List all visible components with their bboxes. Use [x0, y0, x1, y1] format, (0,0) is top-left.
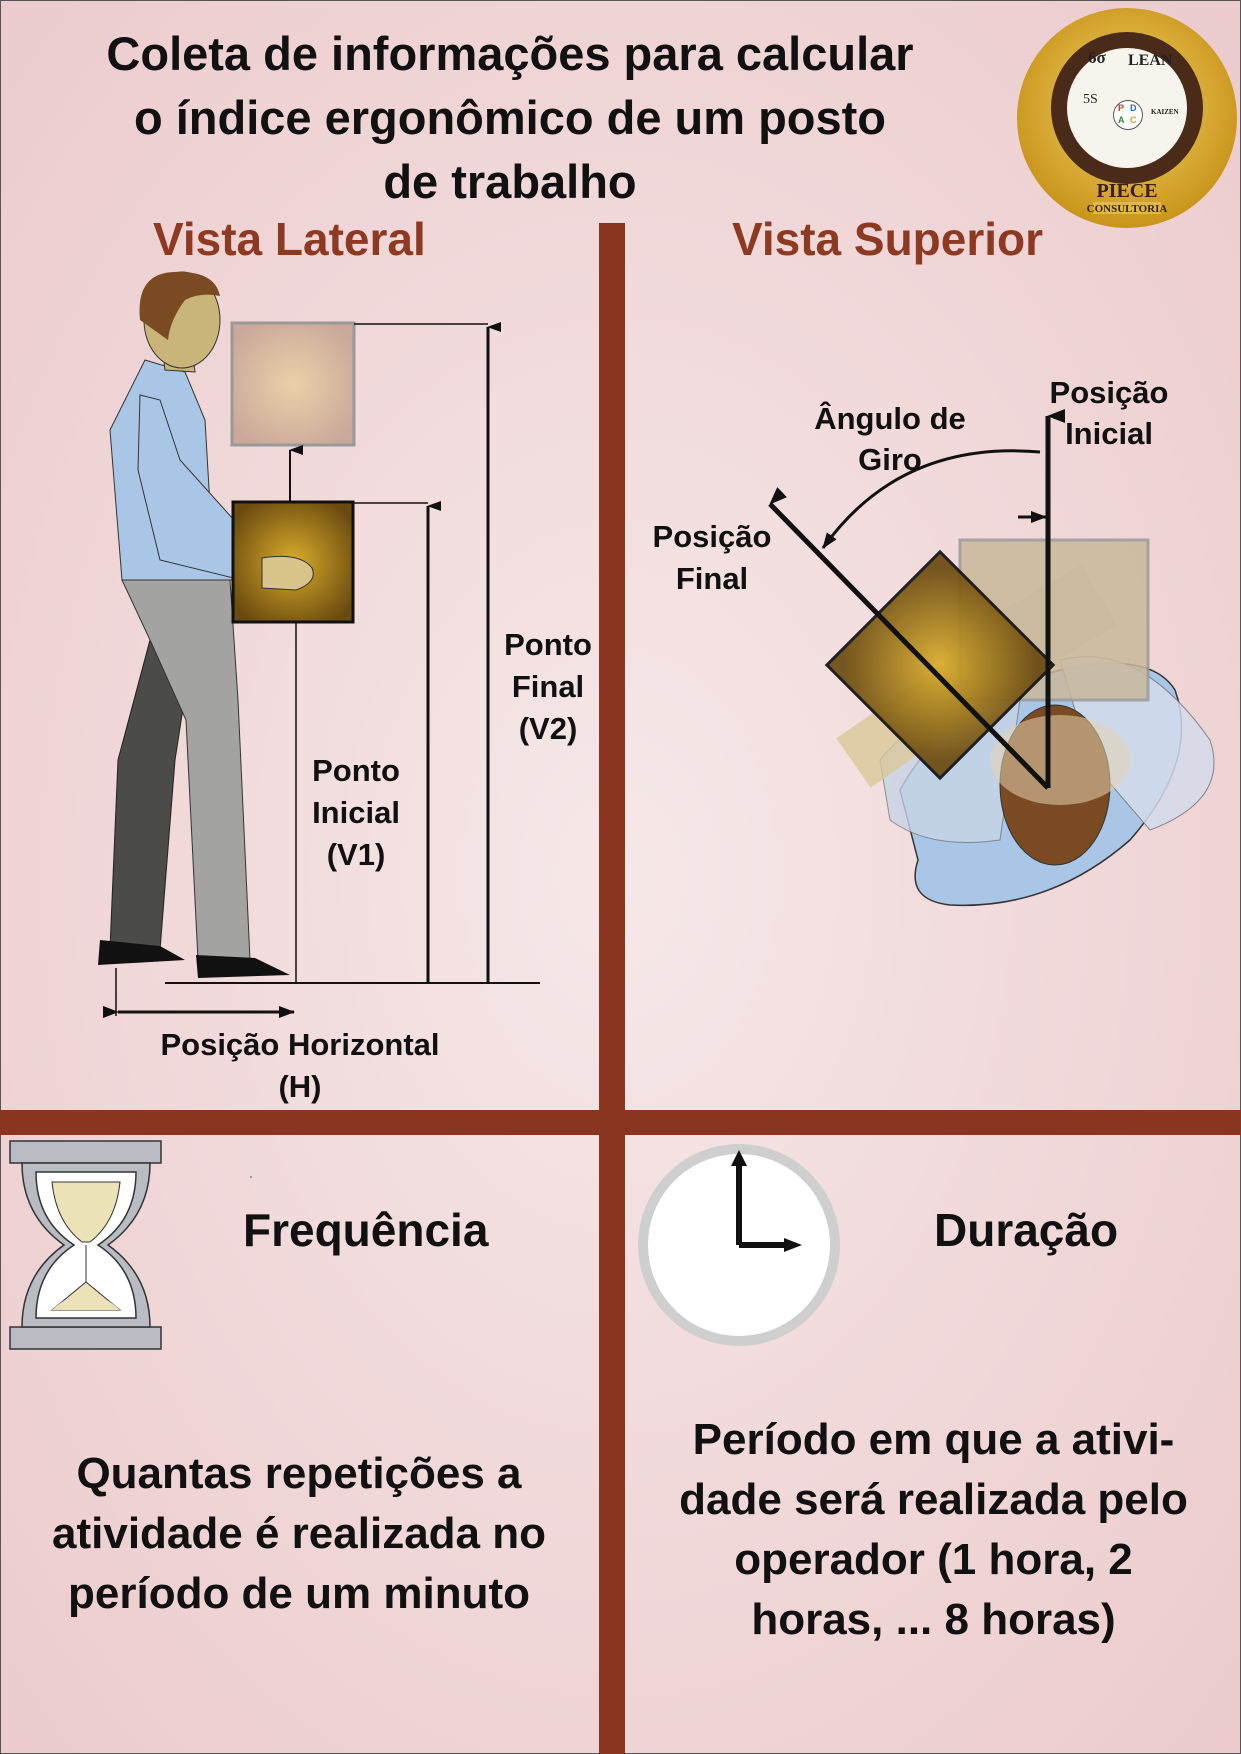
vertical-divider [599, 223, 625, 1754]
v1-label: Ponto Inicial (V1) [312, 753, 400, 872]
initial-position-label: Posição Inicial [1049, 375, 1169, 451]
duration-heading: Duração [934, 1204, 1119, 1256]
logo-pdca: P D A C [1113, 100, 1143, 130]
angle-label: Ângulo de Giro [814, 401, 966, 477]
h-label: Posição Horizontal (H) [160, 1027, 440, 1104]
frequency-heading: Frequência [243, 1204, 489, 1256]
logo: 6σ LEAN 5S KAIZEN P D A C PIECE CONSULTO… [1013, 4, 1241, 232]
lateral-view-heading: Vista Lateral [153, 213, 426, 265]
logo-subtitle: CONSULTORIA [1086, 203, 1168, 215]
duration-description: Período em que a ativi- dade será realiz… [679, 1415, 1188, 1644]
logo-lean: LEAN [1128, 52, 1173, 69]
top-view-heading: Vista Superior [732, 213, 1044, 265]
logo-brand: PIECE [1096, 180, 1158, 202]
horizontal-divider [0, 1110, 1241, 1135]
frequency-description: Quantas repetições a atividade é realiza… [52, 1449, 546, 1618]
logo-kaizen: KAIZEN [1151, 108, 1179, 116]
v2-label: Ponto Final (V2) [504, 627, 592, 746]
logo-six-sigma: 6σ [1088, 48, 1106, 67]
logo-5s: 5S [1083, 92, 1098, 107]
page-title: Coleta de informações para calcular o ín… [106, 27, 914, 208]
final-position-label: Posição Final [652, 519, 772, 596]
